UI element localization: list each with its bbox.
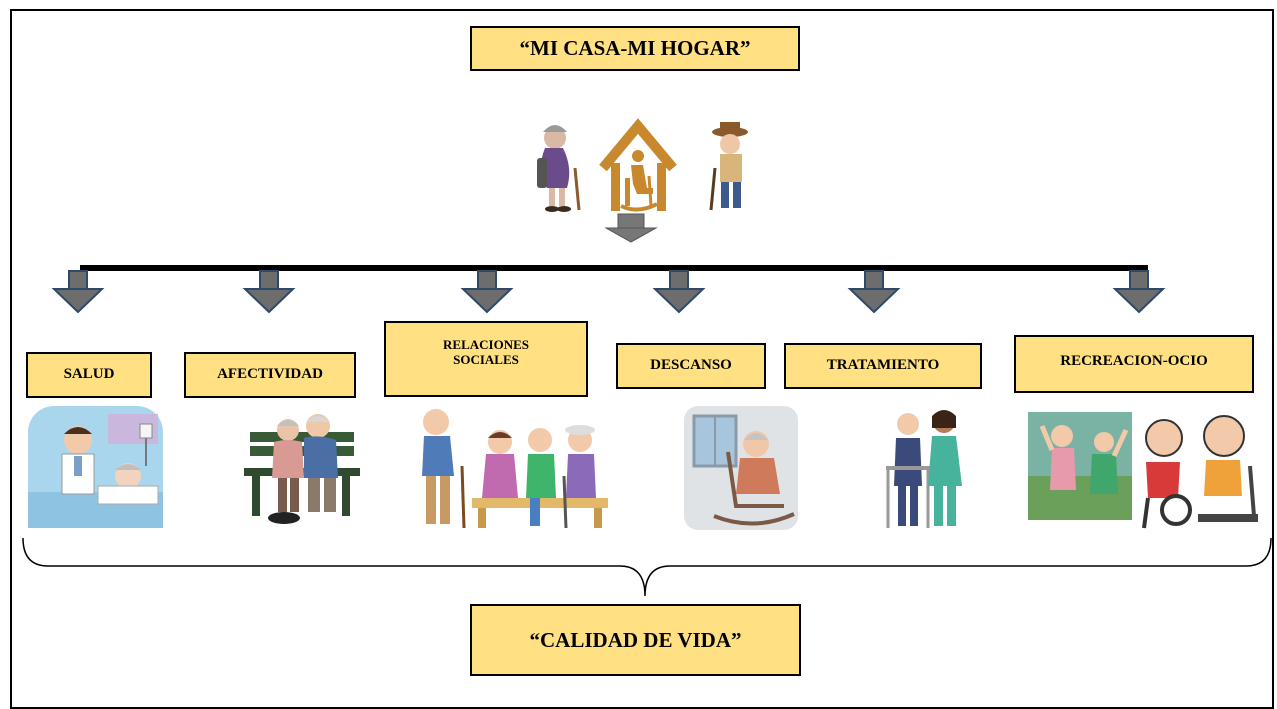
category-label: AFECTIVIDAD: [217, 366, 323, 383]
home-illustration: [537, 118, 748, 212]
category-label: RECREACION-OCIO: [1060, 353, 1208, 369]
category-label: DESCANSO: [650, 357, 732, 374]
nurse-elderly-walker-illustration: [886, 410, 962, 528]
branch-arrow-relaciones: [460, 270, 514, 314]
category-box-relaciones: RELACIONES SOCIALES: [384, 321, 588, 397]
diagram-lines: [22, 213, 1272, 597]
elderly-exercise-illustration: [1028, 412, 1258, 529]
house-elderly-icon: [599, 118, 677, 212]
result-box: “CALIDAD DE VIDA”: [470, 604, 801, 676]
branch-bar: [80, 265, 1148, 271]
category-box-recreacion: RECREACION-OCIO: [1014, 335, 1254, 393]
category-box-afectividad: AFECTIVIDAD: [184, 352, 356, 398]
category-box-descanso: DESCANSO: [616, 343, 766, 389]
rocking-chair-illustration: [684, 406, 798, 530]
title-box: “MI CASA-MI HOGAR”: [470, 26, 800, 71]
elderly-couple-bench-illustration: [244, 414, 360, 524]
category-label: TRATAMIENTO: [826, 357, 940, 374]
branch-arrow-tratamiento: [847, 270, 901, 314]
elderly-man-hat-icon: [709, 122, 748, 211]
elderly-woman-cane-icon: [537, 125, 581, 212]
title-text: “MI CASA-MI HOGAR”: [519, 36, 751, 61]
main-down-arrow: [604, 213, 658, 243]
elderly-group-bench-illustration: [422, 409, 608, 529]
category-label: SALUD: [63, 366, 115, 383]
branch-arrow-descanso: [652, 270, 706, 314]
category-label: RELACIONES SOCIALES: [443, 337, 529, 367]
result-text: “CALIDAD DE VIDA”: [529, 627, 742, 652]
doctor-patient-illustration: [28, 406, 163, 528]
branch-arrow-afectividad: [242, 270, 296, 314]
category-box-salud: SALUD: [26, 352, 152, 398]
bottom-brace: [22, 537, 1272, 597]
branch-arrow-recreacion: [1112, 270, 1166, 314]
branch-arrow-salud: [51, 270, 105, 314]
category-box-tratamiento: TRATAMIENTO: [784, 343, 982, 389]
